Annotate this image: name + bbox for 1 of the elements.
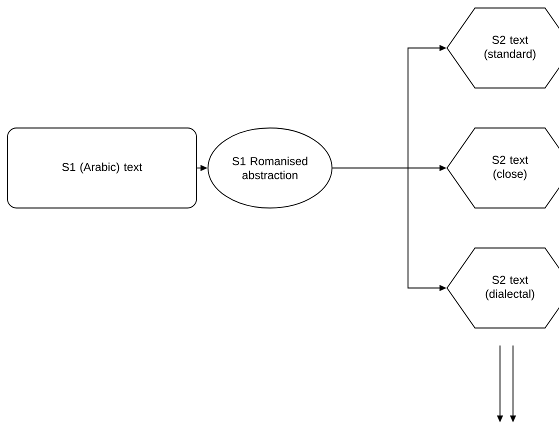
rounded-box: S1 (Arabic) text — [7, 128, 197, 208]
